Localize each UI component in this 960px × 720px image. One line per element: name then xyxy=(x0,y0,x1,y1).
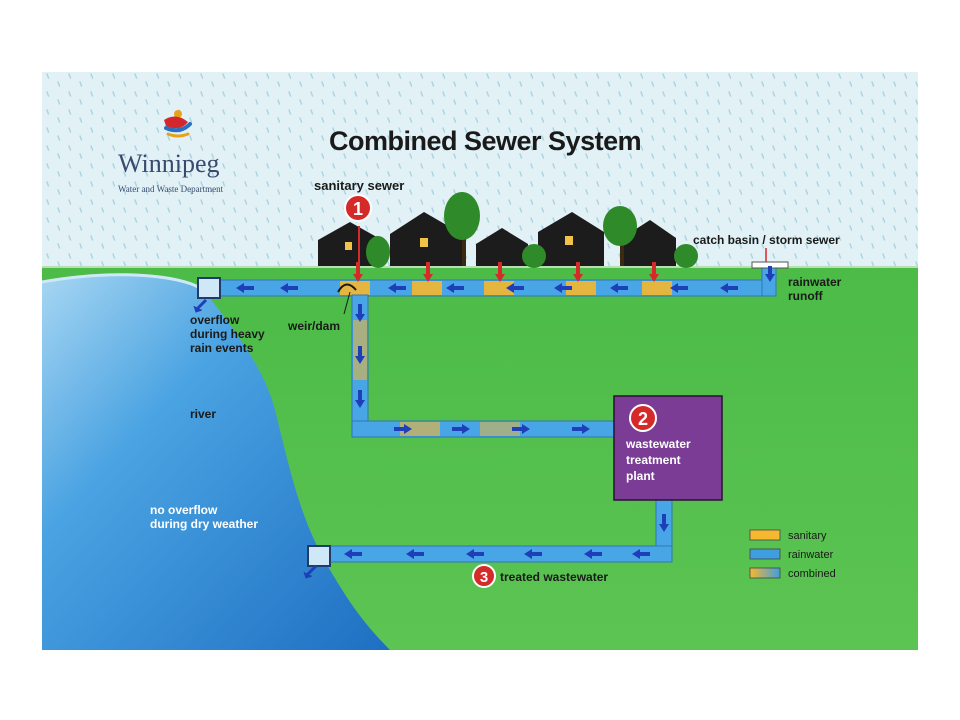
label-weir: weir/dam xyxy=(287,319,340,333)
flow-arrows-main xyxy=(236,283,738,293)
label-catch-basin: catch basin / storm sewer xyxy=(693,233,840,247)
marker-2-number: 2 xyxy=(638,409,648,429)
label-plant-3: plant xyxy=(626,469,655,483)
label-overflow-1: overflow xyxy=(190,313,240,327)
label-no-overflow-1: no overflow xyxy=(150,503,218,517)
logo-emblem-icon xyxy=(164,110,192,138)
label-river: river xyxy=(190,407,216,421)
marker-1-number: 1 xyxy=(353,199,363,219)
flow-arrows-down xyxy=(355,266,775,532)
label-treated-wastewater: treated wastewater xyxy=(500,570,608,584)
marker-3-number: 3 xyxy=(480,569,488,586)
legend-swatch-combined xyxy=(749,567,781,579)
label-sanitary-sewer: sanitary sewer xyxy=(314,178,404,193)
legend-label-combined: combined xyxy=(788,568,836,580)
label-rainwater-runoff-2: runoff xyxy=(788,289,824,303)
treatment-plant xyxy=(613,395,723,501)
logo-subtitle: Water and Waste Department xyxy=(118,184,224,194)
treated-outfall xyxy=(303,545,331,579)
legend: sanitary rainwater combined xyxy=(749,529,836,580)
label-overflow-3: rain events xyxy=(190,341,254,355)
marker-3: 3 xyxy=(472,564,496,588)
label-overflow-2: during heavy xyxy=(190,327,265,341)
legend-label-rainwater: rainwater xyxy=(788,549,834,561)
diagram-title: Combined Sewer System xyxy=(329,126,641,156)
label-rainwater-runoff-1: rainwater xyxy=(788,275,842,289)
label-no-overflow-2: during dry weather xyxy=(150,517,258,531)
sky-background xyxy=(42,72,918,268)
legend-label-sanitary: sanitary xyxy=(788,530,827,542)
houses xyxy=(318,212,676,266)
flow-arrows-treated xyxy=(344,549,650,559)
marker-2: 2 xyxy=(629,404,657,432)
flow-arrows-right xyxy=(394,424,590,434)
trees xyxy=(366,192,698,268)
logo-name: Winnipeg xyxy=(118,149,220,178)
overflow-outfall xyxy=(193,277,221,313)
label-plant-2: treatment xyxy=(626,453,681,467)
weir-dam xyxy=(337,283,357,293)
winnipeg-logo: Winnipeg Water and Waste Department xyxy=(118,110,224,194)
legend-swatch-rainwater xyxy=(749,548,781,560)
label-plant-1: wastewater xyxy=(625,437,691,451)
marker-1: 1 xyxy=(344,194,372,222)
river xyxy=(42,274,390,650)
sanitary-inflow-arrows xyxy=(353,262,659,282)
treated-pipe-horizontal xyxy=(325,545,673,563)
legend-swatch-sanitary xyxy=(749,529,781,541)
